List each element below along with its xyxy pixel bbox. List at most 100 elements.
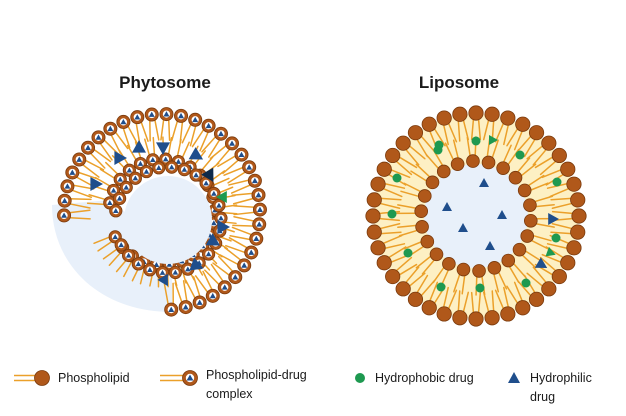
hydrophilic-drug — [458, 223, 468, 232]
lipid-tail — [377, 222, 401, 230]
phospholipid — [452, 290, 470, 326]
hydrophobic-drug — [515, 150, 525, 160]
complex-drug-triangle — [126, 167, 133, 173]
lipid-head — [407, 125, 424, 141]
lipid-tail — [126, 144, 138, 162]
phospholipid — [370, 234, 406, 256]
lipid-tail — [153, 117, 160, 141]
lipid-head — [515, 300, 531, 316]
hydrophobic-drug — [521, 278, 531, 288]
complex-drug-triangle — [112, 234, 118, 240]
lipid-tail — [123, 259, 134, 278]
lipid-head — [436, 306, 452, 322]
complex-drug-triangle — [134, 114, 141, 120]
lipid-tail — [492, 271, 500, 293]
lipid-tail — [208, 137, 222, 158]
complex-drug-triangle — [256, 221, 263, 227]
lipid-tail — [506, 285, 520, 306]
lipid-tail — [511, 261, 527, 279]
complex-drug-triangle — [181, 166, 188, 172]
complex-drug-triangle — [110, 187, 117, 193]
complex-drug-triangle — [168, 164, 175, 170]
lipid-tail — [502, 144, 512, 165]
complex-drug-triangle — [162, 156, 169, 162]
lipid-tail — [532, 195, 554, 203]
phospholipid-drug-complex — [103, 121, 129, 154]
phospholipid-drug-complex — [174, 280, 193, 315]
lipid-tail — [228, 178, 252, 186]
lipid-tail — [461, 273, 466, 295]
phospholipid-drug-complex — [163, 282, 179, 317]
lipid-tail — [452, 139, 460, 161]
phospholipid-drug-complex — [81, 140, 112, 169]
complex-drug-triangle — [150, 157, 156, 163]
lipid-tail — [432, 126, 446, 147]
lipid-head — [456, 262, 471, 277]
lipid-tail — [403, 240, 424, 250]
lipid-tail — [181, 121, 193, 144]
lipid-tail — [377, 202, 401, 210]
lipid-tail — [171, 118, 179, 142]
lipid-tail — [83, 158, 105, 171]
phospholipid-drug-complex — [91, 176, 121, 198]
lipid-tail — [549, 187, 572, 198]
hydrophilic-drug-wedge — [205, 233, 221, 246]
complex-drug-triangle — [116, 195, 123, 201]
lipid-tail — [462, 291, 470, 315]
lipid-head — [500, 110, 516, 126]
complex-drug-triangle — [232, 274, 239, 280]
phospholipid — [397, 220, 429, 237]
lipid-tail — [480, 273, 486, 296]
lipid-head — [436, 164, 451, 179]
lipid-tail — [191, 127, 206, 148]
complex-drug-triangle — [193, 172, 199, 178]
lipid-tail — [71, 184, 95, 190]
phospholipid — [508, 157, 537, 185]
hydrophobic-drug — [403, 248, 413, 258]
lipid-tail — [477, 116, 482, 141]
phospholipid-drug-complex — [184, 276, 207, 310]
complex-drug-triangle — [203, 180, 209, 186]
lipid-tail — [232, 197, 256, 205]
lipid-head — [442, 257, 456, 271]
lipid-tail — [532, 147, 549, 166]
lipid-tail — [403, 266, 420, 285]
lipid-tail — [530, 234, 552, 242]
lipid-tail — [386, 246, 407, 260]
lipid-tail — [67, 202, 91, 209]
lipid-head — [421, 116, 437, 132]
lipid-tail — [442, 286, 449, 310]
hydrophilic-drug-wedge — [216, 191, 227, 203]
hydrophilic-drug-icon — [508, 372, 520, 383]
phospholipid — [517, 174, 549, 198]
lipid-head — [365, 208, 381, 224]
phospholipid — [407, 274, 436, 307]
complex-drug-triangle — [205, 251, 212, 257]
phospholipid — [395, 266, 426, 297]
complex-drug-triangle — [246, 164, 253, 170]
complex-drug-triangle — [118, 242, 125, 248]
lipid-head — [414, 204, 429, 219]
lipid-tail — [102, 138, 120, 156]
lipid-tail — [380, 187, 403, 198]
complex-drug-triangle — [64, 183, 71, 189]
lipid-tail — [462, 117, 470, 141]
complex-drug-triangle — [257, 206, 263, 212]
lipid-head — [571, 208, 587, 224]
lipid-tail — [211, 177, 230, 187]
hydrophilic-drug-wedge — [548, 213, 559, 225]
lipid-tail — [428, 281, 439, 304]
lipid-tail — [419, 279, 436, 298]
phospholipid-drug-complex — [223, 160, 257, 184]
lipid-tail — [403, 147, 420, 166]
lipid-tail — [228, 237, 250, 250]
lipid-tail — [378, 231, 402, 235]
lipid-tail — [470, 291, 475, 316]
lipid-tail — [215, 147, 232, 166]
phospholipid — [396, 204, 429, 219]
phospholipid — [534, 147, 567, 176]
lipid-tail — [403, 182, 423, 194]
lipid-tail — [67, 209, 91, 214]
legend-phospholipid-label: Phospholipid — [58, 371, 130, 385]
lipid-head — [528, 291, 545, 307]
